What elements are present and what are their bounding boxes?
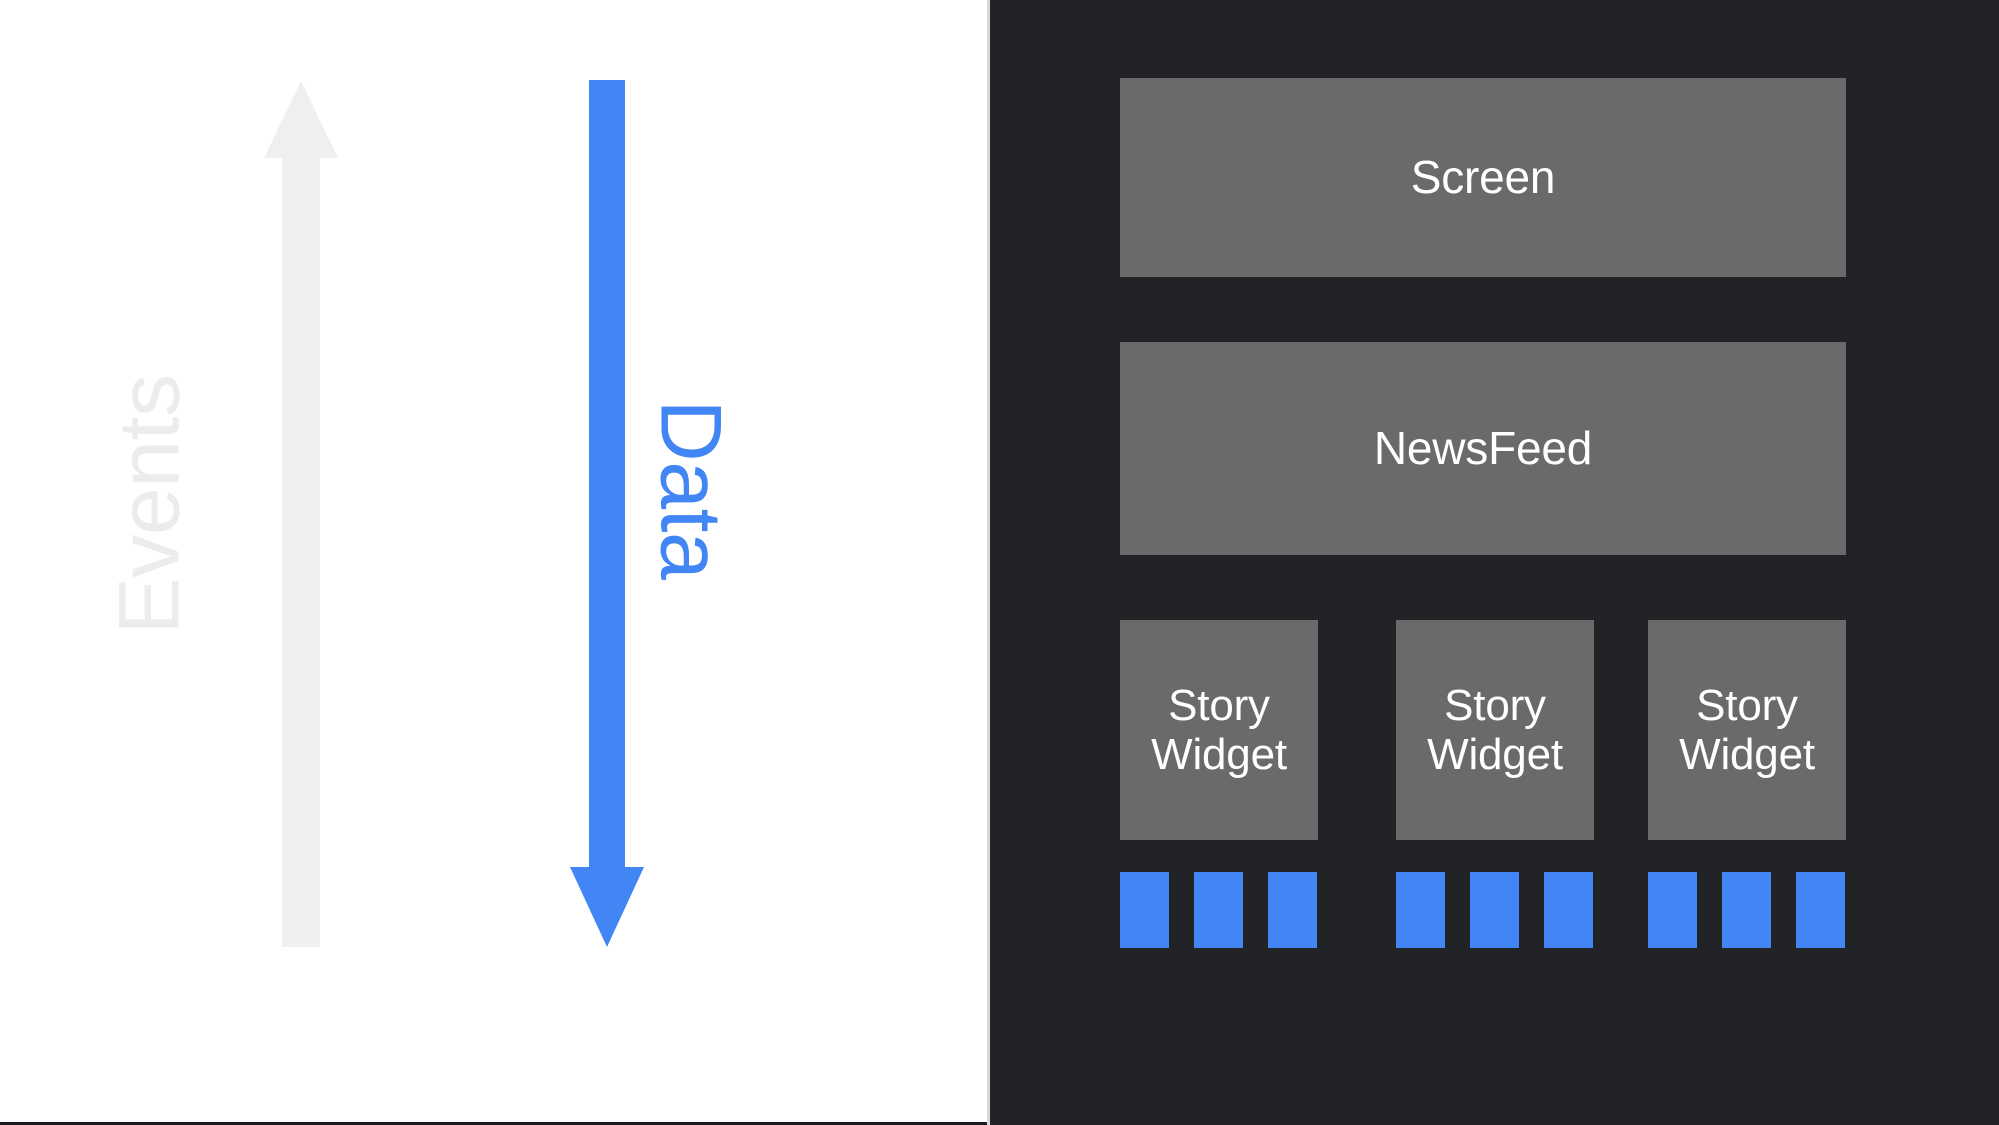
leaf-chip[interactable] [1722,872,1771,948]
leaf-chip[interactable] [1648,872,1697,948]
story-widget-label-line1: Story [1444,680,1546,730]
panel-divider [987,0,990,1125]
leaf-chip[interactable] [1544,872,1593,948]
story-widget-label-line1: Story [1696,680,1798,730]
leaf-chip-group [1396,872,1593,948]
events-flow-label: Events [101,374,198,635]
arrow-down-icon [570,80,644,947]
newsfeed-node-label: NewsFeed [1373,421,1593,474]
story-widget-label-line2: Widget [1151,730,1287,779]
data-flow-label: Data [642,399,739,580]
leaf-chip[interactable] [1396,872,1445,948]
newsfeed-node[interactable]: NewsFeed [1120,342,1846,555]
screen-node-label: Screen [1410,150,1556,203]
arrow-up-icon [264,81,338,947]
story-widget-label-line2: Widget [1679,730,1815,779]
story-widget-label-line1: Story [1168,680,1270,730]
leaf-chip[interactable] [1194,872,1243,948]
flow-legend-panel: Events Data [0,0,990,1125]
leaf-chip[interactable] [1796,872,1845,948]
leaf-chip[interactable] [1120,872,1169,948]
screen-node[interactable]: Screen [1120,78,1846,277]
leaf-chip[interactable] [1268,872,1317,948]
leaf-chip[interactable] [1470,872,1519,948]
story-widget-label-line2: Widget [1427,730,1563,779]
leaf-chip-group [1648,872,1845,948]
leaf-chip-group [1120,872,1317,948]
